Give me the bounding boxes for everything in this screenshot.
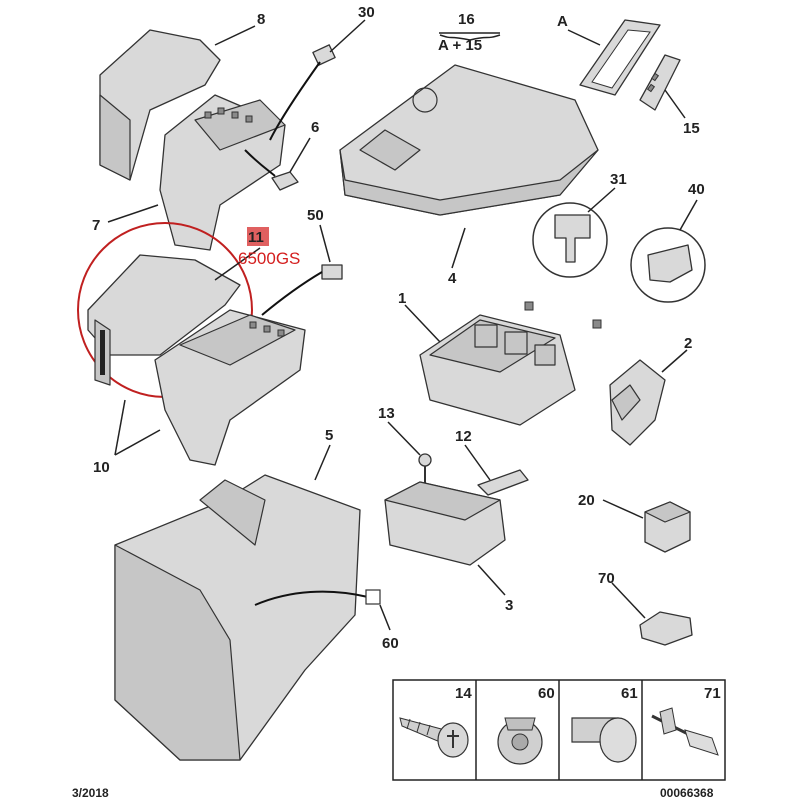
part-70-bracket	[639, 611, 693, 646]
callout-30: 30	[358, 4, 375, 21]
callout-3: 3	[505, 597, 513, 614]
part-2-connector	[609, 359, 666, 446]
part-number-label: 6500GS	[238, 249, 300, 268]
fastener-label-61: 61	[621, 685, 638, 702]
part-31-fuse-detail	[524, 202, 608, 311]
part-50-connector	[261, 264, 343, 316]
clip-icon	[497, 717, 543, 765]
callout-4: 4	[448, 270, 457, 287]
part-5-housing	[114, 474, 381, 761]
leader-lines	[107, 19, 698, 631]
part-7-fusebox-upper	[159, 94, 286, 251]
callout-A: A	[557, 13, 568, 30]
callout-11-highlight	[247, 227, 269, 246]
footer-date: 3/2018	[72, 786, 109, 800]
part-11-fusebox-cover	[77, 222, 253, 398]
callout-70: 70	[598, 570, 615, 587]
rivet-icon	[571, 717, 637, 763]
callout-7: 7	[92, 217, 100, 234]
part-12-bracket	[477, 469, 529, 496]
callout-10: 10	[93, 459, 110, 476]
fastener-label-71: 71	[704, 685, 721, 702]
callout-40: 40	[688, 181, 705, 198]
part-6-clip	[244, 149, 299, 191]
part-1-relay-box	[419, 314, 576, 426]
callout-11: 11	[248, 229, 264, 246]
callout-labels: 8 30 16 A + 15 A 15 6 7 31 40 11 6500GS …	[92, 4, 705, 652]
part-20-relay	[644, 501, 691, 553]
footer-reference: 00066368	[660, 786, 714, 800]
screw-icon	[399, 717, 469, 758]
part-10-fusebox-base	[154, 309, 306, 466]
callout-16-subtitle: A + 15	[438, 37, 482, 54]
callout-1: 1	[398, 290, 406, 307]
callout-31: 31	[610, 171, 627, 188]
fastener-legend: 14 60 61 71	[392, 679, 726, 781]
callout-12: 12	[455, 428, 472, 445]
part-15-fuse-holder	[639, 54, 681, 111]
fastener-label-14: 14	[455, 685, 472, 702]
callout-8: 8	[257, 11, 265, 28]
callout-6: 6	[311, 119, 319, 136]
blind-rivet-icon	[651, 707, 719, 756]
callout-16: 16	[458, 11, 475, 28]
callout-13: 13	[378, 405, 395, 422]
part-8-cover	[99, 29, 221, 181]
part-A-seal	[579, 19, 661, 96]
callout-15: 15	[683, 120, 700, 137]
part-4-battery-cover	[339, 64, 599, 216]
callout-50: 50	[307, 207, 324, 224]
callout-60: 60	[382, 635, 399, 652]
part-3-relay-holder	[384, 481, 506, 566]
callout-2: 2	[684, 335, 692, 352]
fastener-label-60: 60	[538, 685, 555, 702]
callout-5: 5	[325, 427, 333, 444]
part-30-connector	[269, 44, 336, 141]
callout-20: 20	[578, 492, 595, 509]
part-40-fuse-detail	[592, 227, 706, 329]
